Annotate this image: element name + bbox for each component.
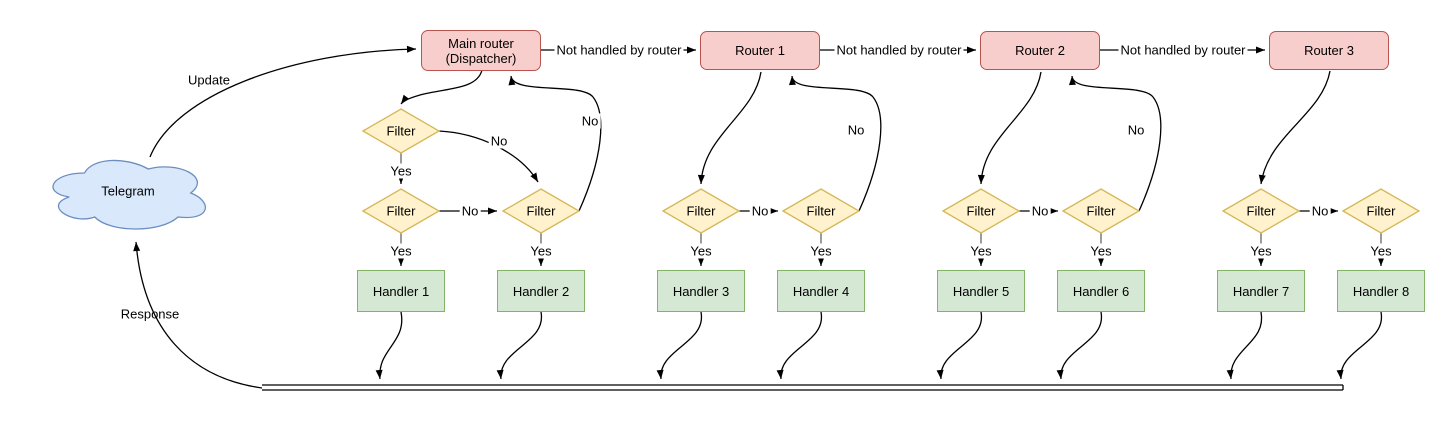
router-1-node: Router 1 (700, 31, 820, 70)
filter-diamond-router2-left (941, 188, 1021, 234)
handler-6-bus-arrow (1056, 311, 1103, 380)
router-1-label: Router 1 (735, 43, 785, 58)
yes-label: Yes (528, 243, 554, 259)
handler-5-bus-arrow (936, 311, 983, 380)
response-label: Response (120, 306, 180, 322)
handler-label: Handler 2 (512, 283, 570, 299)
update-arrow (149, 45, 417, 158)
handler-node-3: Handler 3 (657, 270, 745, 312)
yes-label: Yes (1088, 243, 1114, 259)
filter-diamond-router1-right (781, 188, 861, 234)
not-handled-label-2: Not handled by router (834, 42, 964, 58)
dispatcher-label-line2: (Dispatcher) (445, 50, 517, 66)
no-label: No (579, 113, 601, 129)
router1-to-filter-arrow (697, 71, 762, 185)
filter-diamond-dispatcher-top (361, 108, 441, 154)
handler-label: Handler 7 (1232, 283, 1290, 299)
filter-diamond-router1-left (661, 188, 741, 234)
handler-label: Handler 1 (372, 283, 430, 299)
not-handled-label-1: Not handled by router (554, 42, 684, 58)
no-label: No (845, 122, 867, 138)
handler-node-6: Handler 6 (1057, 270, 1145, 312)
filter-label: Filter (686, 203, 716, 219)
no-label: No (1125, 122, 1147, 138)
router2-return-no-arrow (1069, 75, 1162, 212)
handler-8-bus-arrow (1336, 311, 1383, 380)
filter-label: Filter (1246, 203, 1276, 219)
no-label: No (488, 133, 510, 149)
filter-label: Filter (966, 203, 996, 219)
update-label: Update (188, 72, 230, 88)
not-handled-label-3: Not handled by router (1118, 42, 1248, 58)
filter-label: Filter (386, 123, 416, 139)
yes-label: Yes (808, 243, 834, 259)
handler-node-4: Handler 4 (777, 270, 865, 312)
handler-node-2: Handler 2 (497, 270, 585, 312)
router3-to-filter-arrow (1258, 70, 1331, 185)
handler-label: Handler 3 (672, 283, 730, 299)
filter-label: Filter (1086, 203, 1116, 219)
handler-label: Handler 8 (1352, 283, 1410, 299)
handler-to-bus-arrows (375, 311, 1383, 380)
no-label: No (459, 203, 481, 219)
handler-node-5: Handler 5 (937, 270, 1025, 312)
main-return-no-arrow (508, 75, 602, 212)
router-3-node: Router 3 (1269, 31, 1389, 70)
router1-return-no-arrow (789, 75, 882, 212)
filter-diamonds (361, 108, 1421, 234)
yes-arrows (397, 233, 1385, 266)
telegram-cloud-label: Telegram (101, 183, 155, 199)
no-label: No (1029, 203, 1051, 219)
filter-diamond-dispatcher-left (361, 188, 441, 234)
handler-node-1: Handler 1 (357, 270, 445, 312)
handler-7-bus-arrow (1226, 311, 1263, 380)
dispatcher-to-filter-arrow (400, 69, 483, 105)
handler-4-bus-arrow (776, 311, 823, 380)
filter-label: Filter (526, 203, 556, 219)
response-bus-line (262, 384, 1344, 391)
handler-3-bus-arrow (656, 311, 703, 380)
yes-label: Yes (388, 243, 414, 259)
filter-diamond-router3-right (1341, 188, 1421, 234)
response-arrow (133, 241, 263, 389)
handler-node-7: Handler 7 (1217, 270, 1305, 312)
filter-diamond-dispatcher-right (501, 188, 581, 234)
handler-label: Handler 4 (792, 283, 850, 299)
filter-label: Filter (1366, 203, 1396, 219)
router-3-label: Router 3 (1304, 43, 1354, 58)
filter-diamond-router3-left (1221, 188, 1301, 234)
handler-2-bus-arrow (496, 311, 543, 380)
router-2-node: Router 2 (980, 31, 1100, 70)
router2-to-filter-arrow (977, 71, 1042, 185)
no-label: No (749, 203, 771, 219)
router-2-label: Router 2 (1015, 43, 1065, 58)
handler-label: Handler 6 (1072, 283, 1130, 299)
yes-label: Yes (1248, 243, 1274, 259)
handler-label: Handler 5 (952, 283, 1010, 299)
dispatcher-node: Main router (Dispatcher) (421, 30, 541, 71)
filter-label: Filter (806, 203, 836, 219)
filter-diamond-router2-right (1061, 188, 1141, 234)
yes-label: Yes (388, 163, 414, 179)
dispatcher-label-line1: Main router (448, 35, 514, 51)
yes-label: Yes (1368, 243, 1394, 259)
handler-1-bus-arrow (375, 311, 403, 380)
handler-node-8: Handler 8 (1337, 270, 1425, 312)
no-label: No (1309, 203, 1331, 219)
yes-label: Yes (688, 243, 714, 259)
filter-label: Filter (386, 203, 416, 219)
telegram-cloud (52, 159, 207, 230)
yes-label: Yes (968, 243, 994, 259)
